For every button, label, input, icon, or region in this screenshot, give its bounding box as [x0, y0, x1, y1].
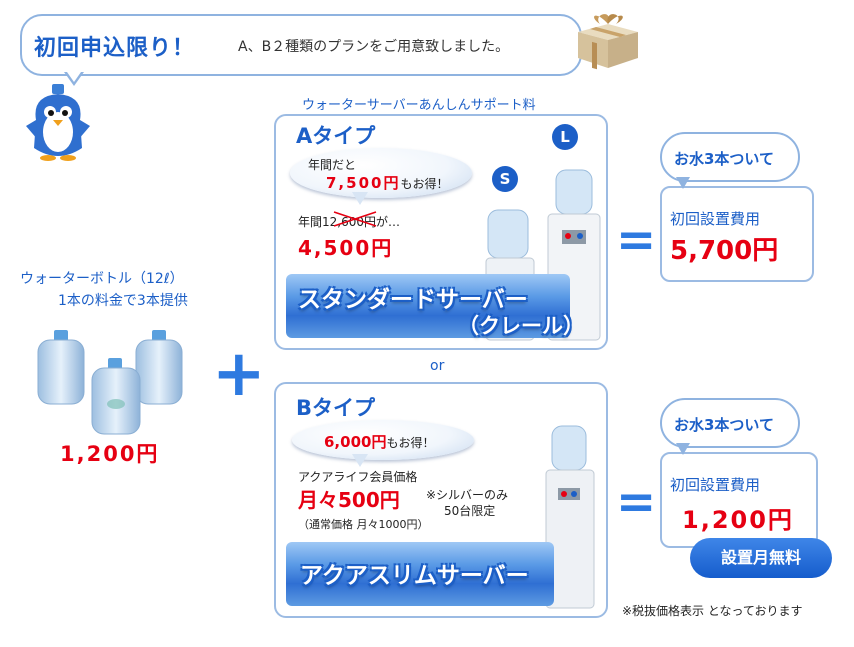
penguin-mascot-icon	[26, 84, 90, 161]
equals-sign-a: =	[616, 212, 657, 268]
plan-a-savings-bubble	[290, 148, 472, 198]
equals-sign-b: =	[616, 474, 657, 530]
plan-b-note-line1: ※シルバーのみ	[426, 488, 509, 502]
plan-b-banner-text: アクアスリムサーバー	[300, 563, 529, 589]
plan-b-savings-bubble	[292, 420, 474, 460]
plan-a-price: 4,500円	[298, 236, 394, 260]
plan-b-price: 月々500円	[298, 488, 400, 512]
plan-a-savings-suffix: もお得！	[400, 177, 449, 191]
or-label: or	[430, 358, 445, 374]
tax-footnote: ※税抜価格表示 となっております	[622, 604, 803, 618]
result-b-cloud	[660, 398, 800, 448]
header-title: 初回申込限り！	[34, 36, 196, 61]
result-a-label: 初回設置費用	[670, 210, 761, 228]
plan-b-note-line2: 50台限定	[444, 504, 496, 518]
plan-a-savings-amount: 7,500円	[326, 174, 401, 192]
result-b-label: 初回設置費用	[670, 476, 761, 494]
result-a-cloud-text: お水3本ついて	[674, 150, 774, 168]
result-a-box	[660, 186, 814, 282]
plan-a-banner	[286, 274, 570, 338]
support-fee-label: ウォーターサーバーあんしんサポート料	[302, 98, 536, 113]
water-bottle-line2: 1本の料金で3本提供	[58, 293, 188, 309]
water-bottles-image	[37, 330, 183, 435]
plan-a-banner-line2: （クレール）	[458, 314, 584, 338]
size-l-badge: L	[552, 124, 578, 150]
header-subtitle: A、B２種類のプランをご用意致しました。	[238, 39, 510, 55]
aqua-slim-server-image	[545, 425, 595, 609]
strikethrough-mark	[333, 211, 377, 227]
result-a-price: 5,700円	[670, 236, 779, 266]
size-s-badge: S	[492, 166, 518, 192]
plan-a-bubble-line1: 年間だと	[308, 158, 357, 172]
plus-sign: +	[212, 337, 266, 411]
plan-b-regular-price: （通常価格 月々1000円）	[298, 518, 429, 531]
result-b-box	[660, 452, 818, 548]
gift-box-icon	[578, 14, 638, 70]
result-b-price: 1,200円	[682, 506, 794, 534]
plan-b-title: Bタイプ	[296, 396, 376, 420]
plan-b-member-label: アクアライフ会員価格	[298, 470, 418, 484]
plan-b-savings-amount: 6,000円	[324, 433, 387, 451]
result-a-cloud	[660, 132, 800, 182]
plan-b-savings-suffix: もお得！	[386, 436, 435, 450]
result-b-cloud-text: お水3本ついて	[674, 416, 774, 434]
free-installation-badge: 設置月無料	[690, 538, 832, 578]
plan-a-title: Aタイプ	[296, 124, 376, 148]
plan-b-banner	[286, 542, 554, 606]
water-bottle-line1: ウォーターボトル（12ℓ）	[20, 271, 184, 287]
plan-a-banner-line1: スタンダードサーバー	[298, 287, 528, 313]
header-speech-bubble	[20, 14, 582, 76]
water-price: 1,200円	[60, 442, 160, 466]
